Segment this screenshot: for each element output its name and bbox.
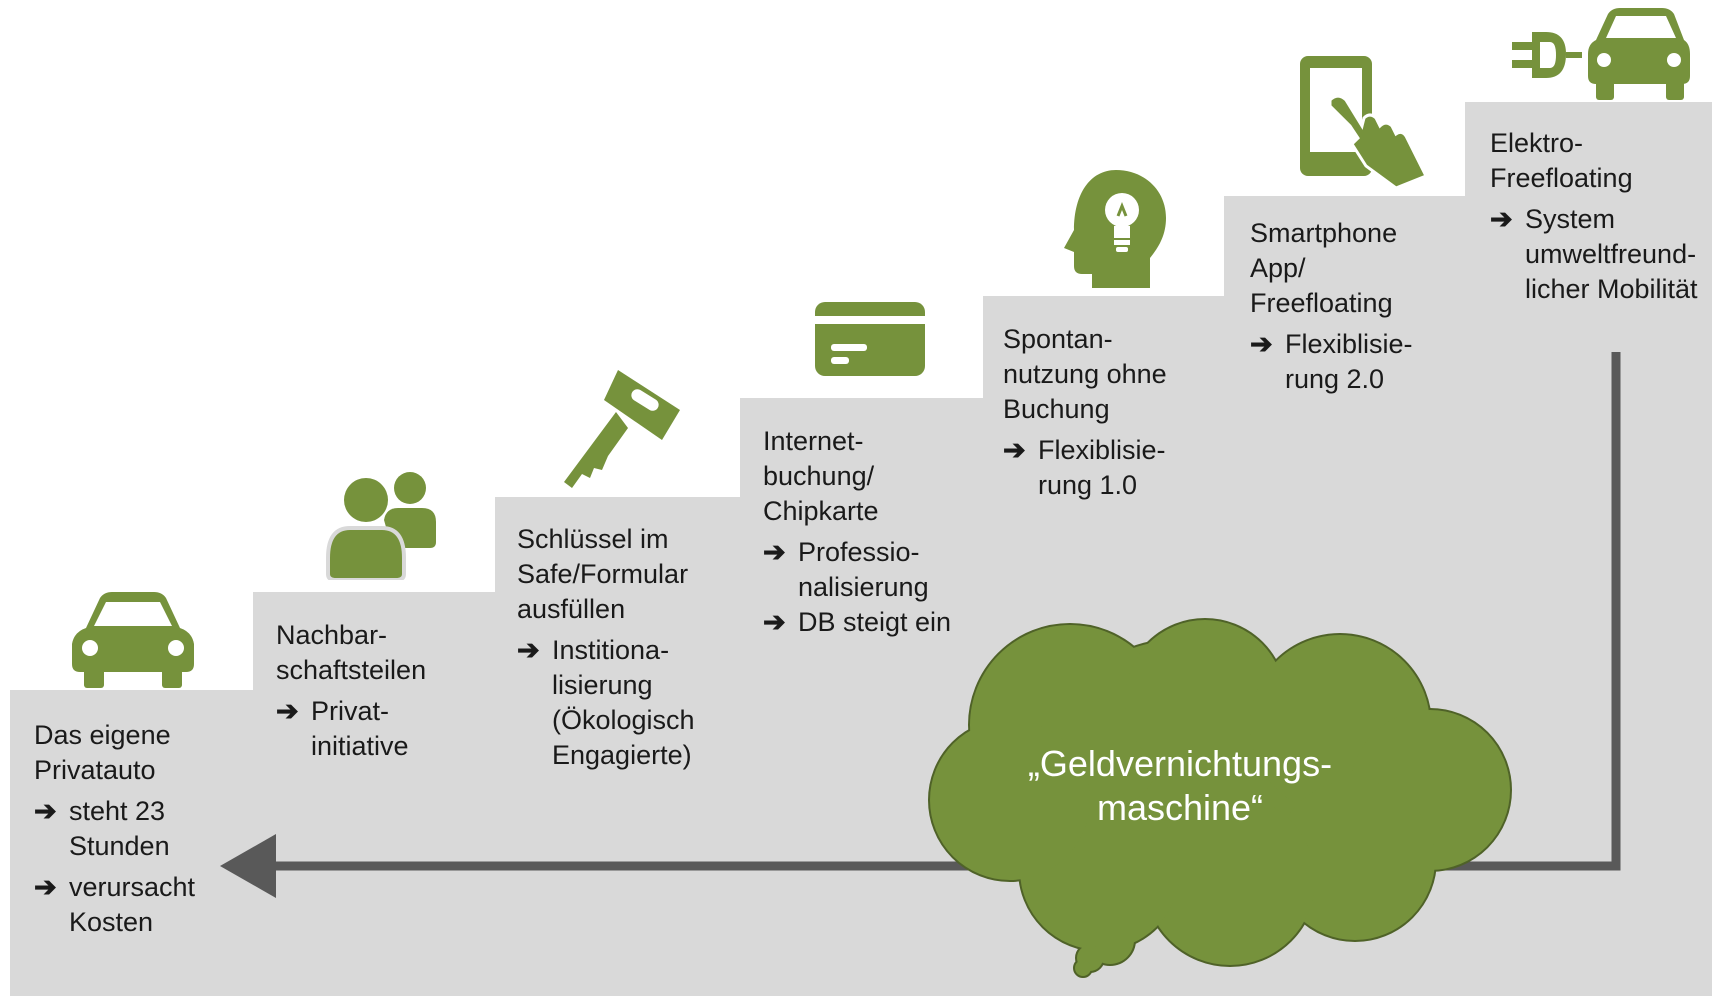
bullet-line: DB steigt ein (798, 607, 952, 637)
step-elektro-freefloating: Elektro- Freefloating ➔ System umweltfre… (1490, 126, 1698, 307)
step-bullet: ➔ Institiona- lisierung (Ökologisch Enga… (517, 633, 695, 773)
title-line: Das eigene (34, 720, 171, 750)
cloud-caption: „Geldvernichtungs- maschine“ (960, 742, 1400, 830)
title-line: Privatauto (34, 755, 156, 785)
step-title: Schlüssel im Safe/Formular ausfüllen (517, 522, 695, 627)
cloud-line: „Geldvernichtungs- (1027, 743, 1333, 784)
bullet-line: System (1525, 204, 1616, 234)
title-line: buchung/ (763, 461, 875, 491)
arrow-bullet-icon: ➔ (34, 796, 57, 826)
step-title: Nachbar- schaftsteilen (276, 618, 426, 688)
bullet-line: Kosten (69, 907, 154, 937)
arrow-bullet-icon: ➔ (1490, 204, 1513, 234)
bullet-line: (Ökologisch (552, 705, 695, 735)
head-bulb-icon (1064, 170, 1166, 288)
title-line: App/ (1250, 253, 1306, 283)
arrow-bullet-icon: ➔ (34, 872, 57, 902)
step-spontannutzung: Spontan- nutzung ohne Buchung ➔ Flexibli… (1003, 322, 1167, 503)
bullet-line: Flexiblisie- (1038, 435, 1166, 465)
bullet-line: Institiona- (552, 635, 670, 665)
step-title: Elektro- Freefloating (1490, 126, 1698, 196)
bullet-line: licher Mobilität (1525, 274, 1698, 304)
title-line: Schlüssel im (517, 524, 669, 554)
title-line: Smartphone (1250, 218, 1398, 248)
step-bullet: ➔ System umweltfreund- licher Mobilität (1490, 202, 1698, 307)
step-schluessel-im-safe: Schlüssel im Safe/Formular ausfüllen ➔ I… (517, 522, 695, 773)
step-bullet: ➔ DB steigt ein (763, 605, 951, 640)
title-line: Internet- (763, 426, 864, 456)
title-line: Buchung (1003, 394, 1110, 424)
step-bullet: ➔ Flexiblisie- rung 2.0 (1250, 327, 1413, 397)
step-nachbarschaftsteilen: Nachbar- schaftsteilen ➔ Privat- initiat… (276, 618, 426, 764)
bullet-line: lisierung (552, 670, 653, 700)
title-line: Freefloating (1250, 288, 1393, 318)
cloud-fill-layer (930, 620, 1510, 976)
card-icon (815, 302, 925, 376)
title-line: Elektro- (1490, 128, 1584, 158)
bullet-line: nalisierung (798, 572, 929, 602)
title-line: schaftsteilen (276, 655, 427, 685)
title-line: Chipkarte (763, 496, 879, 526)
bullet-line: steht 23 (69, 796, 166, 826)
title-line: nutzung ohne (1003, 359, 1167, 389)
step-title: Das eigene Privatauto (34, 718, 195, 788)
bullet-line: umweltfreund- (1525, 239, 1697, 269)
return-arrow-head (220, 834, 276, 898)
bullet-line: initiative (311, 731, 409, 761)
step-title: Spontan- nutzung ohne Buchung (1003, 322, 1167, 427)
arrow-bullet-icon: ➔ (517, 635, 540, 665)
title-line: Nachbar- (276, 620, 388, 650)
title-line: ausfüllen (517, 594, 626, 624)
bullet-line: Engagierte) (552, 740, 692, 770)
step-bullet: ➔ Flexiblisie- rung 1.0 (1003, 433, 1167, 503)
return-arrow-line (268, 352, 1621, 871)
smartphone-hand-icon (1300, 56, 1428, 188)
step-das-eigene-privatauto: Das eigene Privatauto ➔ steht 23 Stunden… (34, 718, 195, 940)
arrow-bullet-icon: ➔ (1250, 329, 1273, 359)
arrow-bullet-icon: ➔ (1003, 435, 1026, 465)
bullet-line: Flexiblisie- (1285, 329, 1413, 359)
bullet-line: rung 1.0 (1038, 470, 1138, 500)
car-icon (72, 592, 194, 688)
bullet-line: Privat- (311, 696, 390, 726)
step-bullet: ➔ verursacht Kosten (34, 870, 195, 940)
step-title: Internet- buchung/ Chipkarte (763, 424, 951, 529)
bullet-line: rung 2.0 (1285, 364, 1385, 394)
step-title: Smartphone App/ Freefloating (1250, 216, 1413, 321)
title-line: Freefloating (1490, 163, 1633, 193)
step-bullet: ➔ Professio- nalisierung (763, 535, 951, 605)
step-internetbuchung: Internet- buchung/ Chipkarte ➔ Professio… (763, 424, 951, 640)
people-icon (326, 472, 436, 580)
step-bullet: ➔ Privat- initiative (276, 694, 426, 764)
bullet-line: verursacht (69, 872, 196, 902)
key-icon (564, 370, 680, 488)
title-line: Safe/Formular (517, 559, 689, 589)
step-smartphone-app: Smartphone App/ Freefloating ➔ Flexiblis… (1250, 216, 1413, 397)
electric-car-icon (1512, 8, 1690, 100)
cloud-line: maschine“ (1096, 787, 1264, 828)
step-bullet: ➔ steht 23 Stunden (34, 794, 195, 864)
arrow-bullet-icon: ➔ (763, 537, 786, 567)
title-line: Spontan- (1003, 324, 1113, 354)
arrow-bullet-icon: ➔ (276, 696, 299, 726)
arrow-bullet-icon: ➔ (763, 607, 786, 637)
bullet-line: Professio- (798, 537, 920, 567)
bullet-line: Stunden (69, 831, 170, 861)
